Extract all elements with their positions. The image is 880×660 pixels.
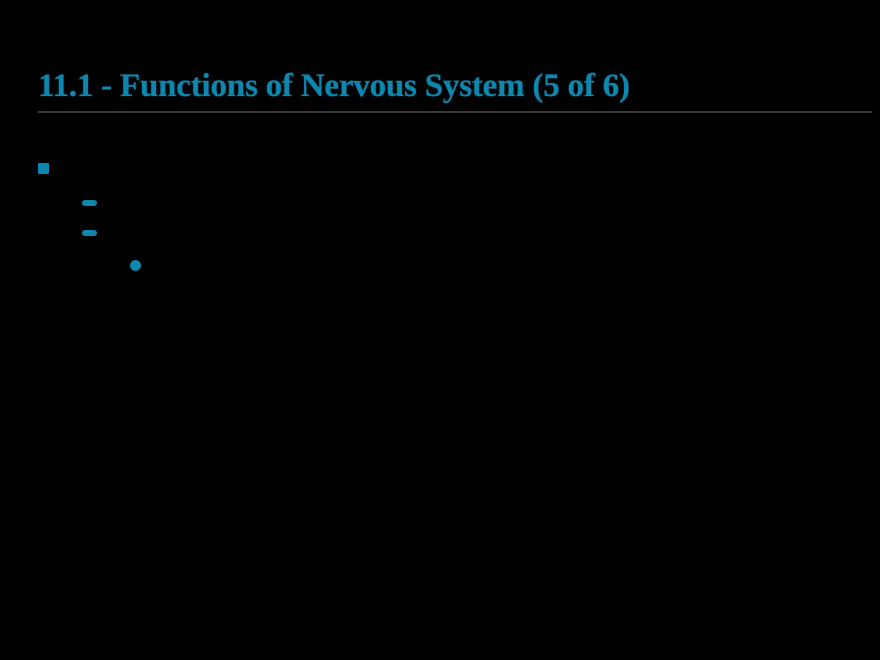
slide-body [0, 144, 880, 564]
list-item [82, 193, 107, 206]
slide-title-area: 11.1 - Functions of Nervous System (5 of… [38, 66, 872, 116]
list-item [82, 223, 107, 236]
dash-bullet-icon [82, 230, 97, 236]
dash-bullet-icon [82, 200, 97, 206]
list-item [130, 254, 151, 271]
list-item [38, 157, 59, 174]
page-title: 11.1 - Functions of Nervous System (5 of… [38, 68, 630, 104]
square-bullet-icon [38, 163, 49, 174]
circle-bullet-icon [130, 260, 141, 271]
title-underline-rule [38, 111, 872, 113]
